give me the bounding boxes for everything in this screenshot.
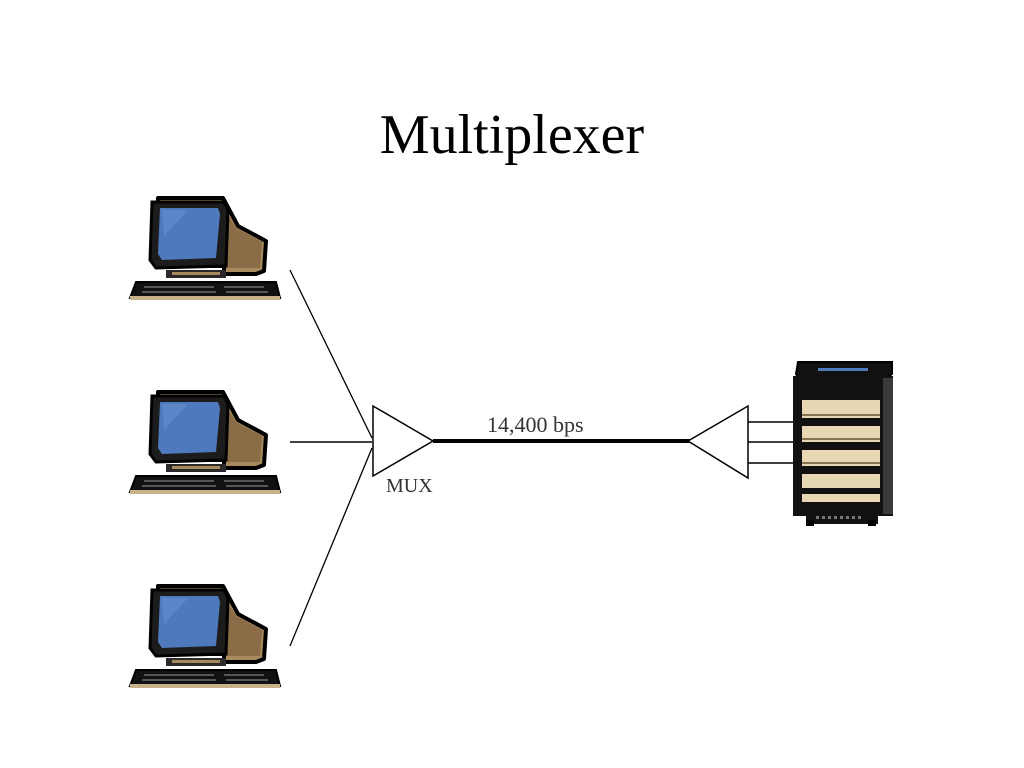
mux-triangle-right [686,404,749,480]
slide-title: Multiplexer [379,104,645,166]
desktop-computer-icon [128,390,282,496]
desktop-computer-icon [128,584,282,690]
connection-line-bottom [289,447,373,647]
server-tower-icon [793,361,893,526]
mux-label: MUX [386,475,433,497]
terminal-bottom [128,584,282,690]
connection-line-top [289,269,373,439]
desktop-computer-icon [128,196,282,302]
link-speed-label: 14,400 bps [487,412,584,437]
host-server [793,361,893,526]
terminal-top [128,196,282,302]
terminal-middle [128,390,282,496]
mux-triangle-left [372,404,435,478]
